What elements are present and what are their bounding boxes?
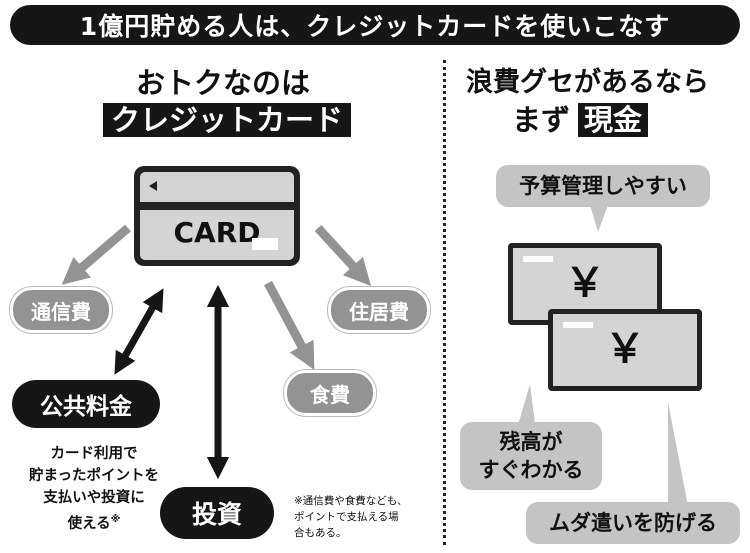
- left-heading-line2: クレジットカード: [103, 103, 352, 137]
- right-heading-highlight: 現金: [578, 103, 649, 137]
- card-chip: [252, 238, 278, 250]
- note-mark: ※: [110, 514, 121, 525]
- left-heading-highlight: クレジットカード: [103, 103, 352, 137]
- right-heading-prefix: まず: [512, 103, 571, 137]
- bubble-budget-text: 予算管理しやすい: [519, 174, 687, 198]
- utilities-pill: 公共料金: [12, 380, 160, 428]
- utilities-label: 公共料金: [40, 394, 132, 420]
- arrow-to-food: [264, 280, 315, 370]
- title-text: 1億円貯める人は、クレジットカードを使いこなす: [79, 12, 671, 41]
- section-divider: [443, 60, 446, 545]
- expense-food-label: 食費: [310, 382, 350, 407]
- credit-card: CARD: [134, 166, 300, 266]
- investment-label: 投資: [191, 500, 242, 529]
- banknote-front: ￥: [548, 309, 702, 391]
- footnote-line-3: 合もある。: [294, 527, 347, 539]
- expense-communication: 通信費: [10, 287, 112, 333]
- note-line-2: 貯まったポイントを: [29, 468, 159, 484]
- card-label: CARD: [173, 216, 261, 249]
- expense-food: 食費: [284, 370, 376, 416]
- arrow-utilities-both: [114, 288, 164, 375]
- bubble-budget: 予算管理しやすい: [496, 165, 710, 207]
- footnote-line-1: ※通信費や食費なども、: [294, 495, 408, 507]
- arrow-to-housing: [314, 224, 372, 286]
- yen-icon: ￥: [605, 326, 645, 372]
- expense-communication-label: 通信費: [31, 299, 91, 324]
- card-triangle-icon: [149, 181, 157, 191]
- bubble-balance-line-1: 残高が: [499, 430, 563, 454]
- right-heading-line1: 浪費グセがあるなら: [466, 67, 709, 98]
- investment-pill: 投資: [160, 487, 274, 539]
- footnote: ※通信費や食費なども、 ポイントで支払える場 合もある。: [294, 493, 442, 541]
- note-line-1: カード利用で: [50, 446, 138, 462]
- note-line-3: 支払いや投資に: [43, 490, 145, 506]
- note-line-4: 使える※: [67, 514, 121, 532]
- point-usage-note: カード利用で 貯まったポイントを 支払いや投資に 使える※: [6, 443, 182, 535]
- footnote-line-2: ポイントで支払える場: [294, 511, 399, 523]
- yen-icon: ￥: [565, 260, 605, 306]
- right-heading-line2: まず現金: [512, 103, 649, 137]
- left-heading-line1: おトクなのは: [136, 66, 311, 100]
- arrow-to-communication: [61, 224, 131, 285]
- bubble-balance: 残高が すぐわかる: [460, 422, 602, 490]
- expense-housing: 住居費: [328, 287, 430, 333]
- bubble-waste-text: ムダ遣いを防げる: [549, 511, 717, 535]
- title-banner: 1億円貯める人は、クレジットカードを使いこなす: [10, 5, 740, 45]
- tail-budget: [590, 205, 608, 232]
- bubble-waste: ムダ遣いを防げる: [526, 502, 740, 544]
- card-magstripe: [140, 202, 294, 210]
- tail-balance: [516, 384, 536, 432]
- expense-housing-label: 住居費: [349, 299, 409, 324]
- bubble-balance-line-2: すぐわかる: [478, 458, 584, 482]
- tail-waste: [668, 402, 688, 506]
